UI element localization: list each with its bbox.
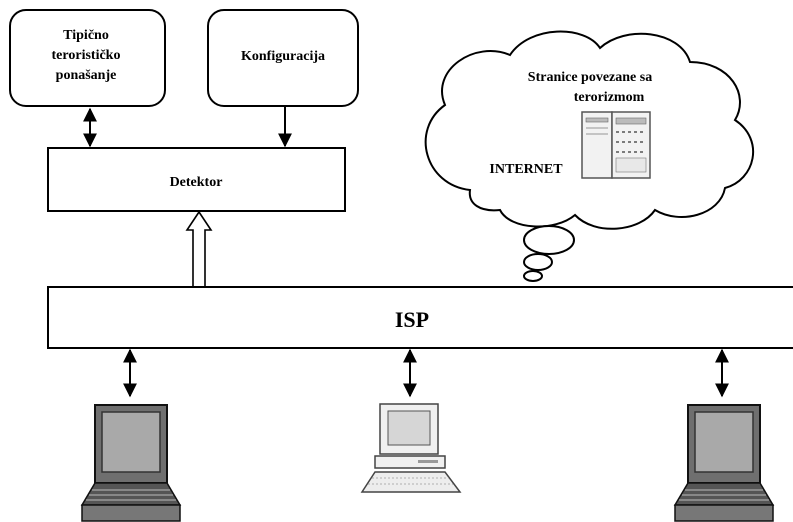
laptop-icon: [673, 404, 775, 522]
behavior-label-line2: terorističko: [52, 48, 121, 63]
configuration-label: Konfiguracija: [241, 49, 325, 64]
detector-label: Detektor: [170, 175, 223, 190]
behavior-label-line3: ponašanje: [56, 68, 117, 83]
behavior-label-line1: Tipično: [63, 28, 109, 43]
behavior-box: Tipično terorističko ponašanje: [9, 9, 166, 107]
cloud-title-line1: Stranice povezane sa: [528, 70, 652, 85]
server-icon: [581, 111, 651, 179]
detector-box: Detektor: [47, 147, 346, 212]
internet-cloud: Stranice povezane sa terorizmom INTERNET: [424, 30, 754, 282]
configuration-box: Konfiguracija: [207, 9, 359, 107]
isp-label: ISP: [395, 307, 429, 332]
cloud-title-line2: terorizmom: [574, 90, 645, 105]
isp-to-detector-arrow: [185, 210, 213, 288]
isp-bar: ISP: [47, 286, 793, 349]
internet-label: INTERNET: [489, 162, 563, 177]
desktop-computer-icon: [360, 403, 462, 493]
laptop-icon: [80, 404, 182, 522]
